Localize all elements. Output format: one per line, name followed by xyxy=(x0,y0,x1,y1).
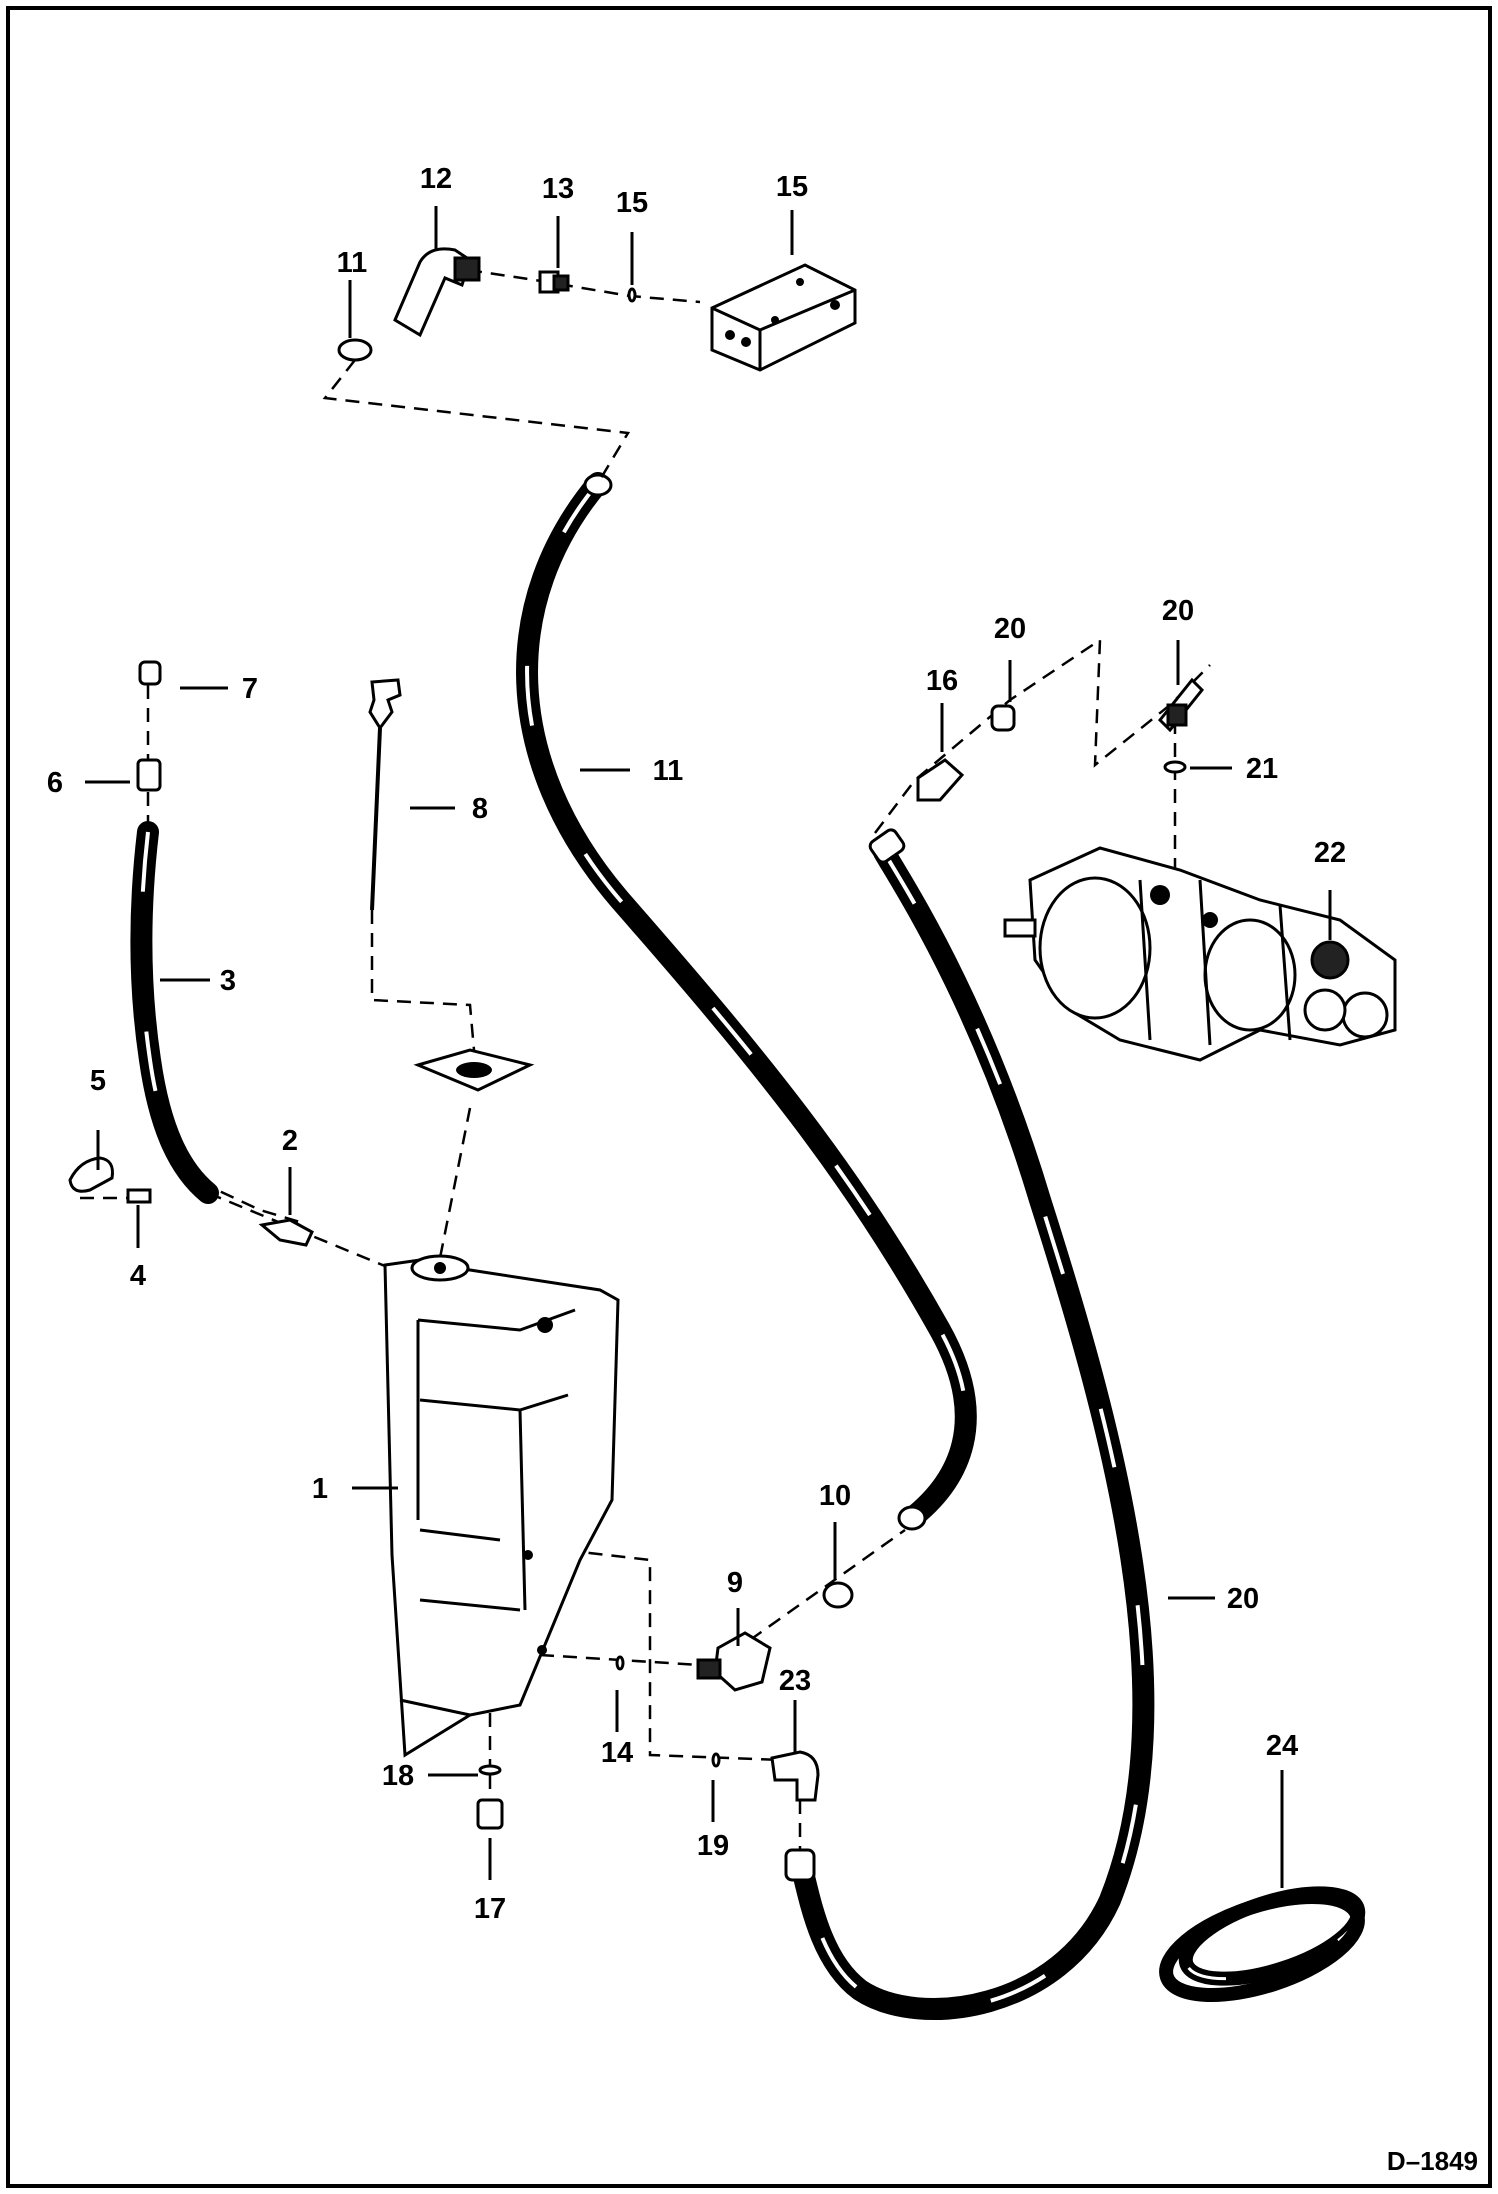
callout-22: 20 xyxy=(1227,1583,1259,1615)
callout-19: 20 xyxy=(1162,595,1194,627)
callout-5: 5 xyxy=(90,1065,106,1097)
o-ring-15-bottom xyxy=(615,1655,625,1671)
assembly-lines xyxy=(80,268,1211,1850)
hose-24 xyxy=(1159,1886,1366,2003)
elbow-fitting-23 xyxy=(770,1750,820,1802)
hose-3 xyxy=(130,821,219,1204)
clip-5 xyxy=(68,1156,114,1193)
clamp-11-bottom xyxy=(822,1581,854,1609)
callout-11-top: 11 xyxy=(337,247,368,279)
callout-1: 1 xyxy=(312,1473,328,1505)
callout-12: 11 xyxy=(653,755,684,787)
cap-18 xyxy=(990,704,1016,732)
fitting-17 xyxy=(916,758,965,802)
callout-7: 7 xyxy=(242,673,258,705)
o-ring-20-bottom xyxy=(711,1752,721,1768)
callout-4: 4 xyxy=(130,1260,146,1292)
page-border xyxy=(6,6,1492,2188)
callout-9: 17 xyxy=(474,1893,506,1925)
elbow-fitting-10 xyxy=(696,1631,772,1692)
callout-8: 8 xyxy=(472,793,488,825)
valve-block-16 xyxy=(710,263,857,372)
callout-13: 12 xyxy=(420,163,452,195)
callout-17: 16 xyxy=(926,665,958,697)
dipstick-8 xyxy=(368,678,402,911)
cap-7 xyxy=(138,660,162,686)
callout-labels: 12 13 15 15 11 7 6 11 8 3 5 2 4 1 10 9 2… xyxy=(47,163,1346,1925)
callout-20-left: 18 xyxy=(382,1760,414,1792)
fitting-2 xyxy=(258,1218,314,1247)
fitting-6 xyxy=(136,758,162,792)
callout-21: 22 xyxy=(1314,837,1346,869)
clamp-11-top xyxy=(337,338,373,362)
callout-6: 6 xyxy=(47,767,63,799)
callout-3: 3 xyxy=(220,965,236,997)
hose-12 xyxy=(516,472,977,1531)
callout-10: 9 xyxy=(727,1567,743,1599)
gasket xyxy=(413,1048,535,1092)
drain-plug-9 xyxy=(476,1798,504,1830)
o-ring-15-top xyxy=(627,287,637,303)
bolt-4 xyxy=(126,1188,152,1204)
injection-pump-21 xyxy=(1003,846,1397,1062)
o-ring-20-left xyxy=(478,1764,502,1776)
fitting-19 xyxy=(1157,677,1205,733)
callout-15-top: 15 xyxy=(616,187,648,219)
fuel-tank-1 xyxy=(383,1254,620,1758)
callout-11-bottom: 10 xyxy=(819,1480,851,1512)
drawing-id: D–1849 xyxy=(1387,2146,1478,2176)
callout-15-bottom: 14 xyxy=(601,1737,633,1769)
callout-20-right: 21 xyxy=(1246,753,1278,785)
fitting-14 xyxy=(538,270,570,294)
hose-22 xyxy=(784,828,1155,2020)
callout-24: 24 xyxy=(1266,1730,1298,1762)
callout-16: 15 xyxy=(776,171,808,203)
o-ring-20-right xyxy=(1163,760,1187,774)
callout-20-bottom: 19 xyxy=(697,1830,729,1862)
callout-23: 23 xyxy=(779,1665,811,1697)
callout-2: 2 xyxy=(282,1125,298,1157)
elbow-fitting-13 xyxy=(393,247,481,338)
leader-lines xyxy=(85,206,1332,1888)
callout-14: 13 xyxy=(542,173,574,205)
callout-18: 20 xyxy=(994,613,1026,645)
